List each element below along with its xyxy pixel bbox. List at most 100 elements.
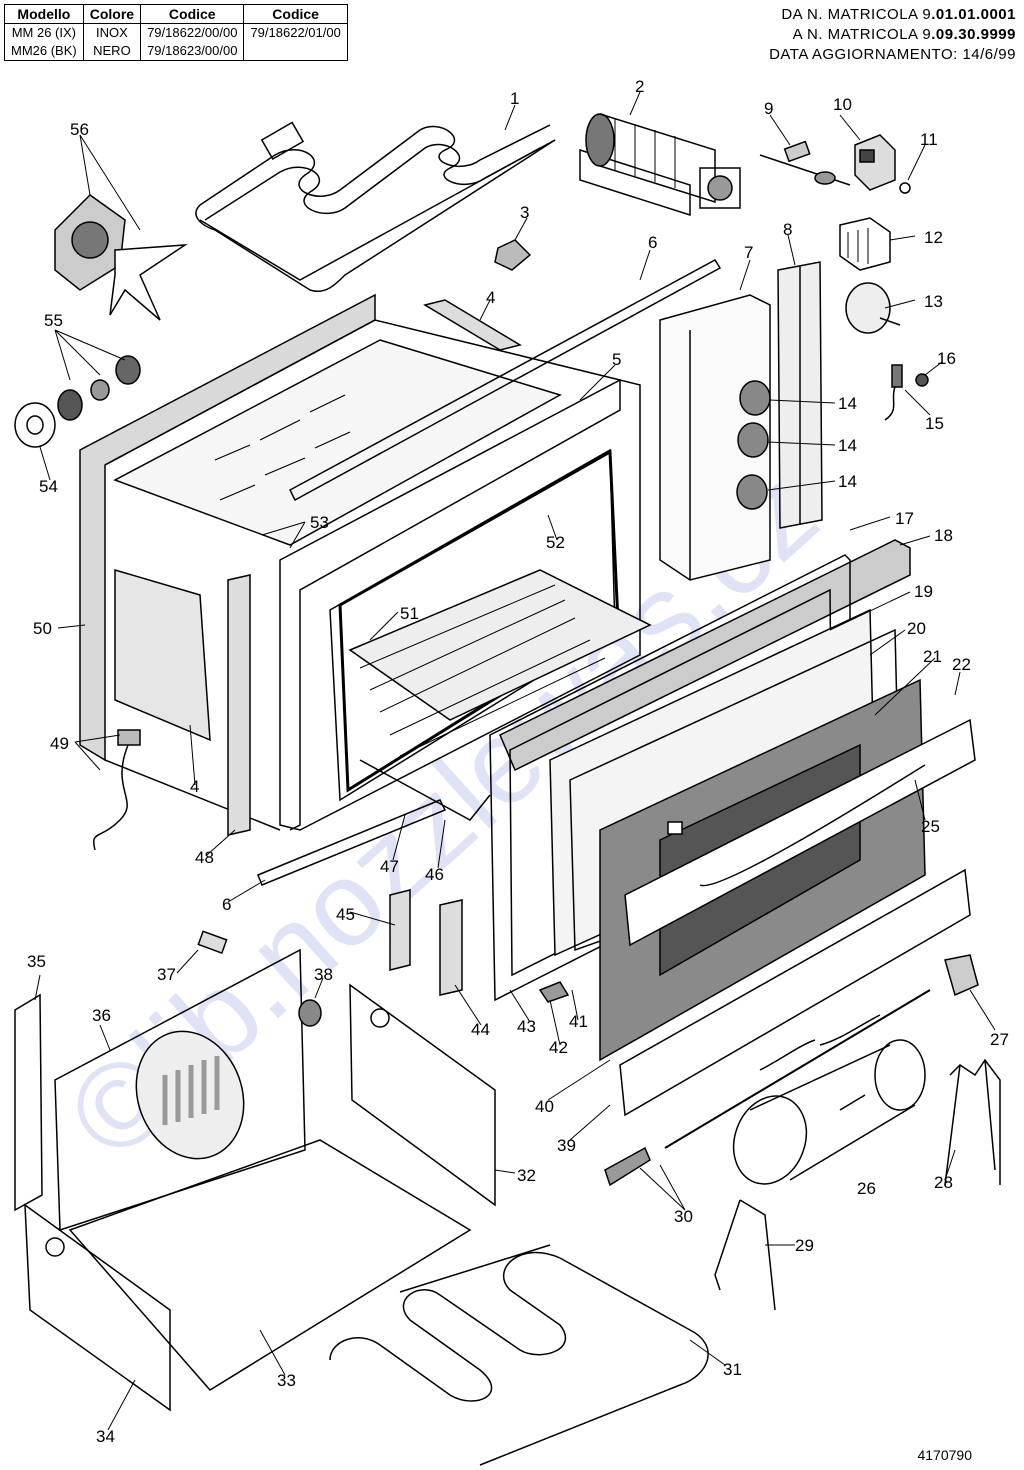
part-tangential-fan (579, 113, 741, 217)
part-grommet (298, 999, 322, 1027)
label-16: 16 (937, 349, 956, 368)
code1-1: 79/18622/00/00 (147, 25, 238, 40)
part-wire-connector (93, 729, 141, 851)
part-rotisserie-cage (732, 1039, 926, 1185)
label-27: 27 (990, 1030, 1009, 1049)
label-14a: 14 (838, 394, 857, 413)
part-lamp-bulb (197, 930, 228, 954)
part-lamp-holder (57, 355, 141, 421)
serial-to: A N. MATRICOLA 9.09.30.9999 (793, 26, 1016, 43)
part-side-bracket (24, 1203, 171, 1412)
label-14c: 14 (838, 472, 857, 491)
label-32: 32 (517, 1166, 536, 1185)
part-control-panel (659, 294, 771, 581)
label-15: 15 (925, 414, 944, 433)
part-spit-handle (604, 1146, 651, 1187)
cell-code1: 79/18622/00/00 79/18623/00/00 (140, 23, 245, 61)
part-pilot-lamp (884, 364, 929, 421)
part-switch-small (783, 140, 811, 163)
label-43: 43 (517, 1017, 536, 1036)
label-22: 22 (952, 655, 971, 674)
label-42: 42 (549, 1038, 568, 1057)
serial-to-value: .09.30.9999 (931, 26, 1016, 43)
label-45: 45 (336, 905, 355, 924)
label-18: 18 (934, 526, 953, 545)
part-door-top-trim (499, 539, 911, 772)
model-2: MM26 (BK) (11, 43, 77, 58)
label-38: 38 (314, 965, 333, 984)
part-door-bottom-trim (619, 868, 971, 1117)
cell-models: MM 26 (IX) MM26 (BK) (4, 23, 84, 61)
update-date: DATA AGGIORNAMENTO: 14/6/99 (769, 46, 1016, 63)
label-48: 48 (195, 848, 214, 867)
label-29: 29 (795, 1236, 814, 1255)
part-slide-rail-bottom (257, 799, 447, 886)
part-bottom-plate (68, 1139, 472, 1391)
label-6: 6 (648, 233, 657, 252)
label-17: 17 (895, 509, 914, 528)
model-table: Modello Colore Codice Codice MM 26 (IX) … (4, 4, 348, 61)
part-lower-heating-element (329, 1244, 709, 1466)
part-clip (538, 981, 570, 1003)
document-number: 4170790 (917, 1447, 972, 1463)
part-slide-rail-top (289, 259, 722, 502)
label-40: 40 (535, 1097, 554, 1116)
label-46: 46 (425, 865, 444, 884)
part-rotisserie-motor (944, 954, 979, 997)
label-55: 55 (44, 311, 63, 330)
label-9: 9 (764, 99, 773, 118)
label-14b: 14 (838, 436, 857, 455)
label-41: 41 (569, 1012, 588, 1031)
label-7: 7 (744, 243, 753, 262)
label-21: 21 (923, 647, 942, 666)
part-back-panel (349, 983, 496, 1207)
serial-from-value: .01.01.0001 (931, 6, 1016, 23)
label-47: 47 (380, 857, 399, 876)
leader-lines (34, 91, 996, 1431)
label-19: 19 (914, 582, 933, 601)
label-4: 4 (486, 288, 495, 307)
part-oven-cavity (79, 293, 621, 831)
part-rotisserie-support-right (944, 1058, 1001, 1186)
part-side-rail (227, 574, 251, 836)
label-50: 50 (33, 619, 52, 638)
part-rotisserie-support-left (714, 1199, 776, 1311)
label-51: 51 (400, 604, 419, 623)
part-timer (845, 282, 901, 334)
label-1: 1 (510, 89, 519, 108)
label-31: 31 (723, 1360, 742, 1379)
part-handle-panel (624, 718, 976, 947)
label-25: 25 (921, 817, 940, 836)
part-lamp-gasket (14, 402, 56, 448)
label-36: 36 (92, 1006, 111, 1025)
part-side-strip (14, 993, 43, 1212)
label-6b: 6 (222, 895, 231, 914)
serial-from: DA N. MATRICOLA 9.01.01.0001 (781, 6, 1016, 23)
label-52: 52 (546, 533, 565, 552)
color-2: NERO (93, 43, 131, 58)
label-12: 12 (924, 228, 943, 247)
label-4b: 4 (190, 777, 199, 796)
label-28: 28 (934, 1173, 953, 1192)
label-53: 53 (310, 513, 329, 532)
part-rear-panel (423, 299, 522, 351)
label-39: 39 (557, 1136, 576, 1155)
label-13: 13 (924, 292, 943, 311)
label-33: 33 (277, 1371, 296, 1390)
cell-code2: 79/18622/01/00 (243, 23, 348, 61)
code2-1: 79/18622/01/00 (250, 25, 341, 40)
serial-to-prefix: A N. MATRICOLA 9 (792, 26, 932, 43)
part-convection-fan-motor (54, 194, 188, 321)
label-26: 26 (857, 1179, 876, 1198)
label-37: 37 (157, 965, 176, 984)
part-panel-bracket (777, 261, 823, 529)
label-54: 54 (39, 477, 58, 496)
label-3: 3 (520, 203, 529, 222)
code1-2: 79/18623/00/00 (147, 43, 238, 58)
part-terminal-block (839, 217, 891, 271)
model-1: MM 26 (IX) (11, 25, 77, 40)
label-5: 5 (612, 350, 621, 369)
label-10: 10 (833, 95, 852, 114)
part-oven-rack (348, 569, 652, 821)
